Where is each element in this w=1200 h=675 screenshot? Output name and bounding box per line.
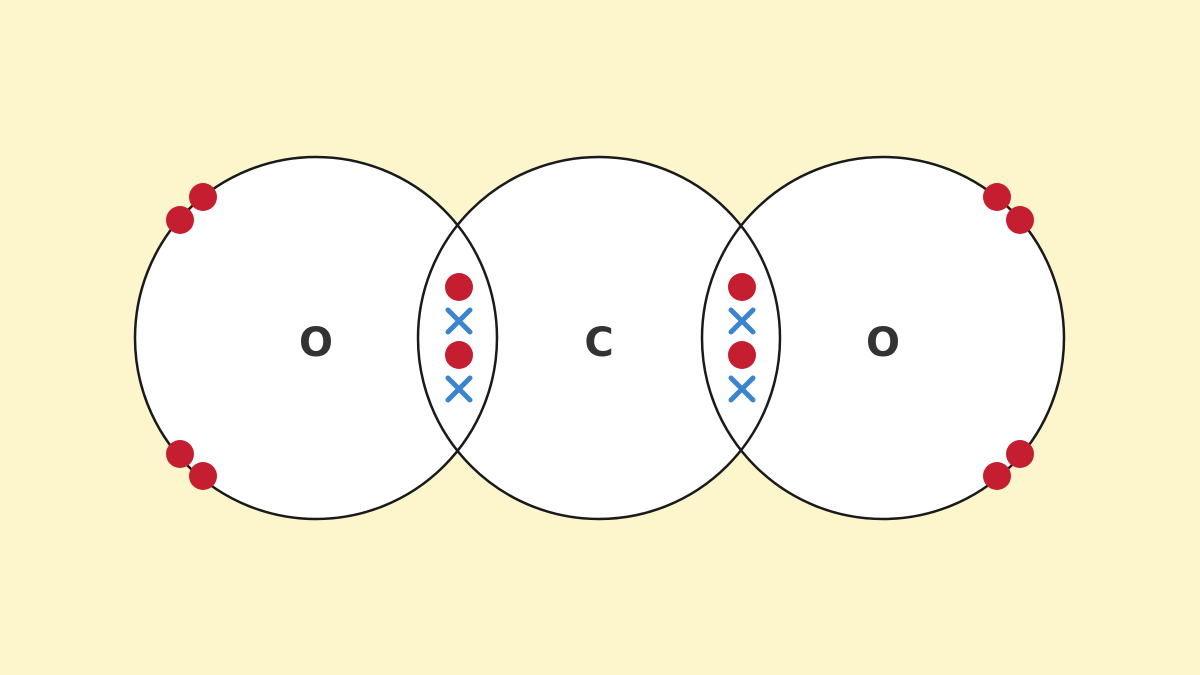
electron-cross <box>445 307 473 335</box>
electron-cross <box>445 375 473 403</box>
electron-cross <box>728 375 756 403</box>
electron-cross <box>728 307 756 335</box>
electron-dot <box>1006 440 1034 468</box>
electron-dot <box>983 462 1011 490</box>
shared-electrons-left <box>445 273 473 403</box>
electron-dot <box>166 206 194 234</box>
electron-dot <box>445 341 473 369</box>
atom-label-oxygen-left: O <box>299 320 333 366</box>
electron-dot <box>189 462 217 490</box>
oxygen-right-shell-fill <box>702 157 1064 519</box>
shared-electrons-right <box>728 273 756 403</box>
electron-dot <box>445 273 473 301</box>
atom-label-carbon: C <box>584 320 613 366</box>
electron-dot <box>728 273 756 301</box>
electron-dot <box>983 183 1011 211</box>
atom-label-oxygen-right: O <box>866 320 900 366</box>
lone-pair-right-bottom <box>983 440 1034 490</box>
electron-dot <box>1006 206 1034 234</box>
shell-fills <box>135 157 1064 519</box>
oxygen-left-shell-fill <box>135 157 497 519</box>
lone-pair-left-bottom <box>166 440 217 490</box>
electron-dot <box>728 341 756 369</box>
lone-pair-right-top <box>983 183 1034 234</box>
carbon-shell-fill <box>418 157 780 519</box>
electron-dot <box>189 183 217 211</box>
lone-pair-left-top <box>166 183 217 234</box>
electron-dot <box>166 440 194 468</box>
oxygen-right-shell <box>700 155 1066 521</box>
shell-outlines <box>133 155 1066 521</box>
carbon-shell <box>416 155 782 521</box>
oxygen-left-shell <box>133 155 499 521</box>
